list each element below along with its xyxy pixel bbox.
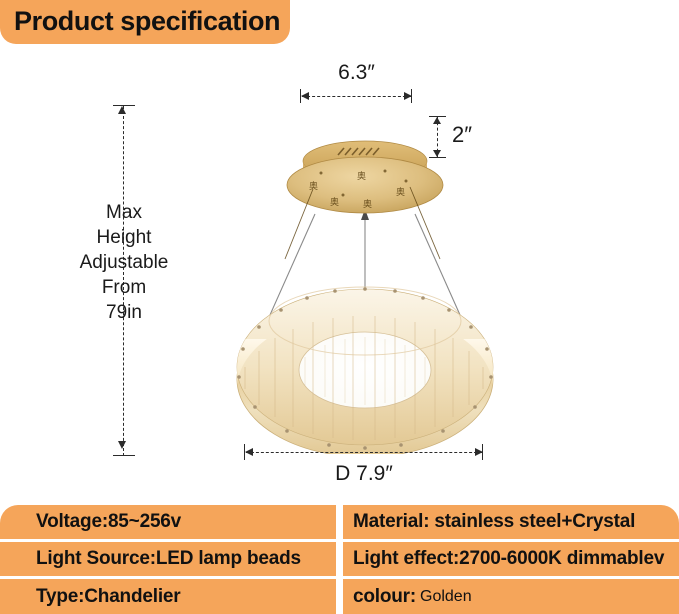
dimension-cap-top — [429, 116, 446, 117]
product-diagram: 奥 奥 奥 奥 奥 — [0, 44, 679, 499]
spec-light-effect-label: Light effect:2700-6000K dimmablev — [353, 548, 665, 569]
dimension-cap-top — [113, 105, 135, 106]
dimension-dashed-line — [437, 117, 438, 157]
chandelier-illustration: 奥 奥 奥 奥 奥 — [236, 140, 494, 454]
cable-arrow-up — [361, 209, 369, 220]
spec-row-colour: colour: Golden — [343, 579, 679, 614]
svg-text:奥: 奥 — [357, 170, 366, 182]
dimension-arrow-left-icon — [301, 91, 309, 100]
max-height-line-2: Height — [96, 227, 152, 248]
dimension-arrow-down-icon — [118, 441, 126, 449]
svg-text:奥: 奥 — [330, 196, 339, 208]
max-height-line-5: 79in — [106, 302, 142, 323]
canopy-height-label: 2″ — [452, 122, 473, 147]
max-height-line-1: Max — [106, 202, 142, 223]
crystal-facets — [244, 316, 484, 440]
spec-colour-value: Golden — [420, 587, 472, 605]
dimension-dashed-line — [302, 95, 411, 97]
max-height-line-3: Adjustable — [79, 252, 169, 273]
ceiling-canopy: 奥 奥 奥 奥 奥 — [284, 140, 444, 260]
dimension-arrow-down-icon — [432, 150, 441, 157]
ring-diameter-label: D 7.9″ — [335, 462, 393, 485]
dimension-cap-bottom — [113, 455, 135, 456]
dimension-cap-left — [244, 444, 245, 460]
spec-row-material: Material: stainless steel+Crystal — [343, 505, 679, 539]
canopy-pointer-lines — [284, 186, 441, 260]
spec-row-type: Type:Chandelier — [0, 579, 336, 614]
spec-colour-label: colour: — [353, 585, 416, 607]
svg-text:奥: 奥 — [309, 180, 318, 192]
spec-light-source-label: Light Source:LED lamp beads — [36, 548, 301, 569]
spec-column-left: Voltage:85~256v Light Source:LED lamp be… — [0, 505, 336, 614]
spec-row-light-source: Light Source:LED lamp beads — [0, 542, 336, 576]
canopy-screws — [319, 169, 408, 197]
dimension-dashed-line — [123, 106, 124, 456]
dimension-arrow-right-icon — [404, 91, 412, 100]
dimension-arrow-left-icon — [245, 447, 253, 456]
dimension-arrow-right-icon — [475, 447, 483, 456]
crystal-ring — [236, 286, 494, 454]
spec-row-voltage: Voltage:85~256v — [0, 505, 336, 539]
ring-studs — [237, 287, 493, 450]
canopy-markings: 奥 奥 奥 奥 奥 — [309, 170, 405, 210]
canopy-width-label: 6.3″ — [338, 61, 375, 84]
dimension-dashed-line — [246, 451, 482, 453]
spec-row-light-effect: Light effect:2700-6000K dimmablev — [343, 542, 679, 576]
canopy-height-dimension-line — [428, 114, 448, 160]
spec-type-label: Type:Chandelier — [36, 585, 181, 607]
svg-text:奥: 奥 — [396, 186, 405, 198]
spec-column-right: Material: stainless steel+Crystal Light … — [343, 505, 679, 614]
max-height-label: Max Height Adjustable From 79in — [62, 200, 186, 325]
ring-diameter-dimension-line — [243, 444, 485, 460]
dimension-arrow-up-icon — [432, 117, 441, 124]
spec-material-label: Material: stainless steel+Crystal — [353, 511, 636, 532]
max-height-line-4: From — [101, 277, 147, 298]
canopy-vent-slots — [337, 147, 380, 156]
canopy-width-dimension-line — [299, 88, 414, 104]
dimension-cap-bottom — [429, 157, 446, 158]
page-header-banner: Product specification — [0, 0, 290, 44]
spec-voltage-label: Voltage:85~256v — [36, 511, 182, 532]
page-title: Product specification — [14, 5, 281, 36]
dimension-arrow-up-icon — [118, 106, 126, 114]
dimension-cap-left — [300, 89, 301, 103]
svg-text:奥: 奥 — [363, 198, 372, 210]
max-height-dimension-line — [104, 100, 144, 462]
specification-table: Voltage:85~256v Light Source:LED lamp be… — [0, 505, 679, 614]
